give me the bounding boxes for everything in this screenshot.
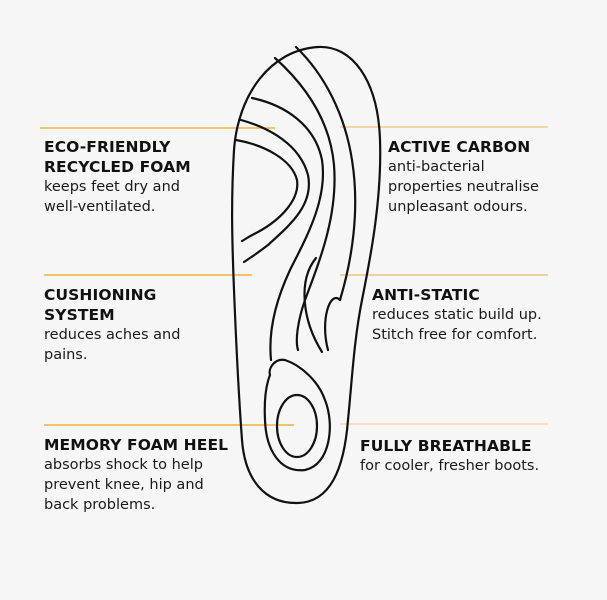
leader-line-cushioning: [44, 274, 252, 276]
feature-eco-friendly: ECO-FRIENDLY RECYCLED FOAM keeps feet dr…: [44, 137, 264, 217]
leader-line-anti-static: [340, 274, 548, 276]
heel-inner-oval: [275, 393, 319, 459]
feature-cushioning-system: CUSHIONING SYSTEM reduces aches and pain…: [44, 285, 244, 365]
feature-fully-breathable: FULLY BREATHABLE for cooler, fresher boo…: [360, 436, 600, 476]
feature-anti-static: ANTI-STATIC reduces static build up. Sti…: [372, 285, 602, 345]
feature-active-carbon: ACTIVE CARBON anti-bacterial properties …: [388, 137, 598, 217]
forefoot-arc-1: [250, 96, 325, 362]
feature-description: keeps feet dry and well-ventilated.: [44, 179, 180, 215]
arch-curve-2: [303, 256, 324, 354]
feature-description: absorbs shock to help prevent knee, hip …: [44, 457, 204, 513]
feature-title: MEMORY FOAM HEEL: [44, 436, 229, 454]
toe-contour-1: [294, 45, 357, 302]
feature-title: ECO-FRIENDLY RECYCLED FOAM: [44, 138, 191, 176]
forefoot-arc-3: [234, 138, 299, 243]
feature-title: ANTI-STATIC: [372, 286, 480, 304]
feature-title: FULLY BREATHABLE: [360, 437, 532, 455]
heel-cup-outer: [263, 358, 331, 472]
leader-line-eco-friendly: [40, 127, 275, 129]
forefoot-arc-2: [239, 118, 311, 264]
leader-line-active-carbon: [340, 126, 548, 128]
feature-description: reduces static build up. Stitch free for…: [372, 307, 542, 343]
leader-line-memory-foam: [44, 424, 294, 426]
feature-title: ACTIVE CARBON: [388, 138, 531, 156]
feature-description: for cooler, fresher boots.: [360, 458, 540, 474]
leader-line-breathable: [340, 423, 548, 425]
insole-outer-outline: [231, 45, 382, 505]
arch-curve-1: [324, 296, 342, 352]
feature-description: reduces aches and pains.: [44, 327, 181, 363]
feature-description: anti-bacterial properties neutralise unp…: [388, 159, 539, 215]
toe-contour-2: [273, 56, 336, 352]
feature-memory-foam-heel: MEMORY FOAM HEEL absorbs shock to help p…: [44, 435, 274, 515]
feature-title: CUSHIONING SYSTEM: [44, 286, 157, 324]
